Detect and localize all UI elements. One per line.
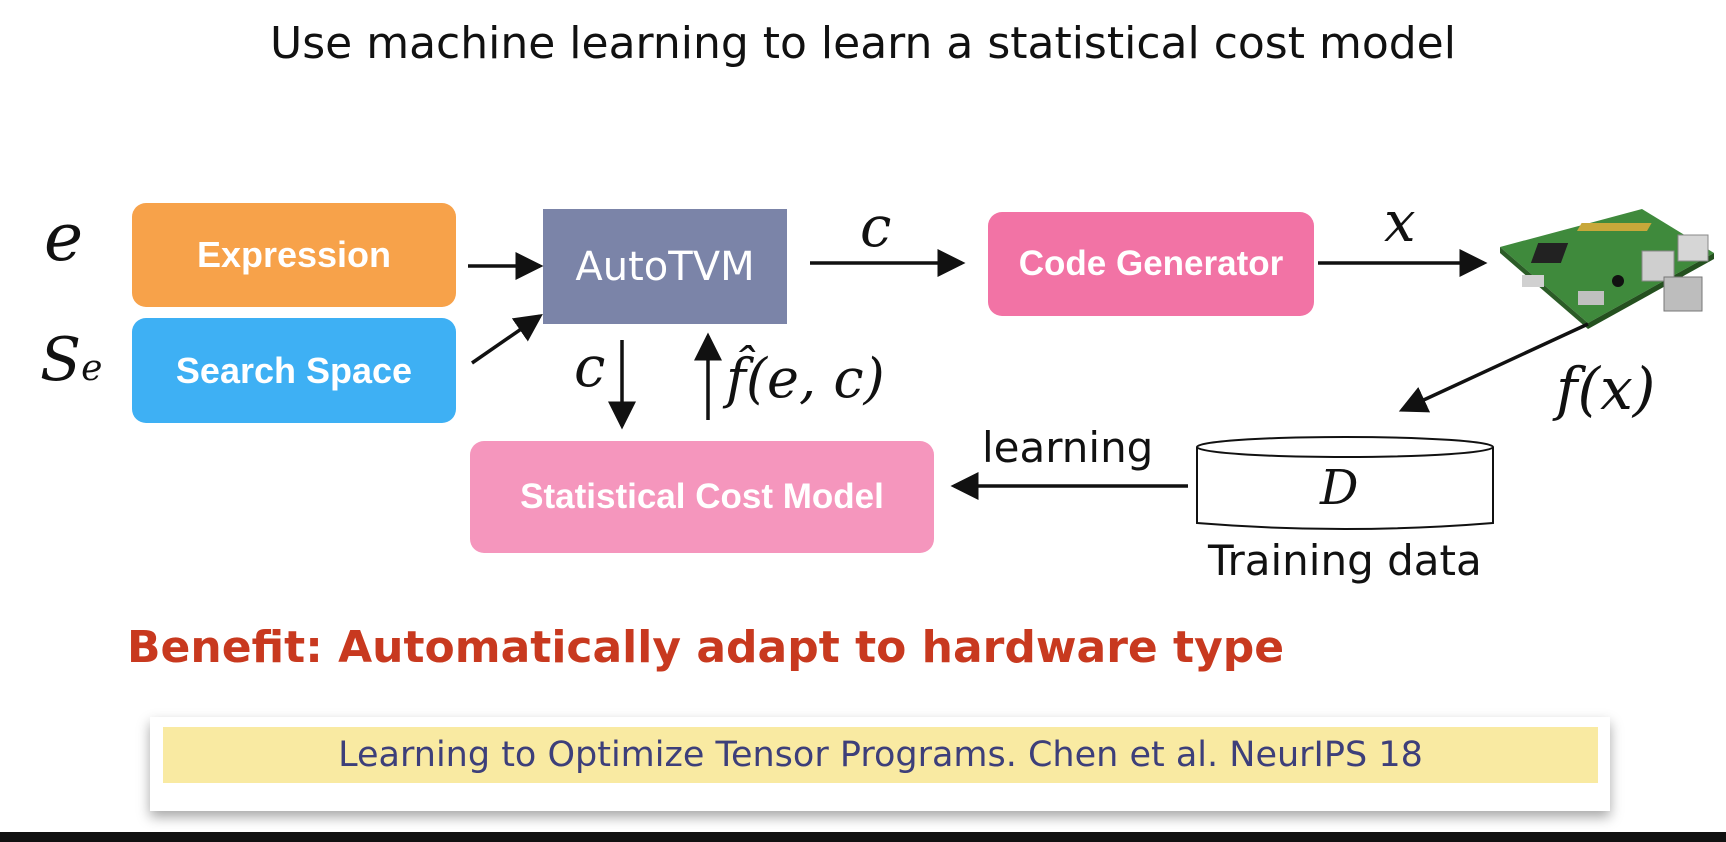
symbol-f-hat: f̂(e, c) [726, 347, 885, 410]
bottom-bar [0, 832, 1726, 842]
symbol-x: x [1384, 190, 1416, 255]
search-space-label: Search Space [175, 349, 413, 391]
training-data-cylinder [1196, 436, 1494, 530]
symbol-f-x: f(x) [1556, 355, 1656, 423]
citation-text: Learning to Optimize Tensor Programs. Ch… [338, 735, 1423, 775]
training-data-symbol: D [1320, 460, 1359, 516]
code-generator-label: Code Generator [1018, 244, 1284, 283]
cost-model-label: Statistical Cost Model [520, 477, 884, 516]
training-data-label: Training data [1208, 536, 1482, 585]
symbol-s-subscript: e [81, 348, 103, 389]
arrow-device-to-training-data [1398, 322, 1589, 413]
benefit-text: Benefit: Automatically adapt to hardware… [127, 622, 1285, 673]
expression-label: Expression [196, 234, 392, 275]
code-generator-box: Code Generator [988, 212, 1314, 316]
slide-title: Use machine learning to learn a statisti… [270, 18, 1456, 69]
citation-banner: Learning to Optimize Tensor Programs. Ch… [163, 727, 1598, 783]
autotvm-label: AutoTVM [575, 243, 755, 290]
search-space-box: Search Space [132, 318, 456, 423]
symbol-e: e [44, 199, 84, 276]
expression-box: Expression [132, 203, 456, 307]
raspberry-pi-board-icon [1500, 209, 1714, 329]
arrow-search-space-to-autotvm [471, 314, 543, 365]
symbol-c-down: c [574, 335, 606, 400]
symbol-search-space: Se [40, 330, 102, 390]
symbol-c-top: c [860, 195, 892, 260]
symbol-s: S [40, 325, 82, 395]
autotvm-box: AutoTVM [543, 209, 787, 324]
learning-label: learning [982, 423, 1154, 472]
cost-model-box: Statistical Cost Model [470, 441, 934, 553]
